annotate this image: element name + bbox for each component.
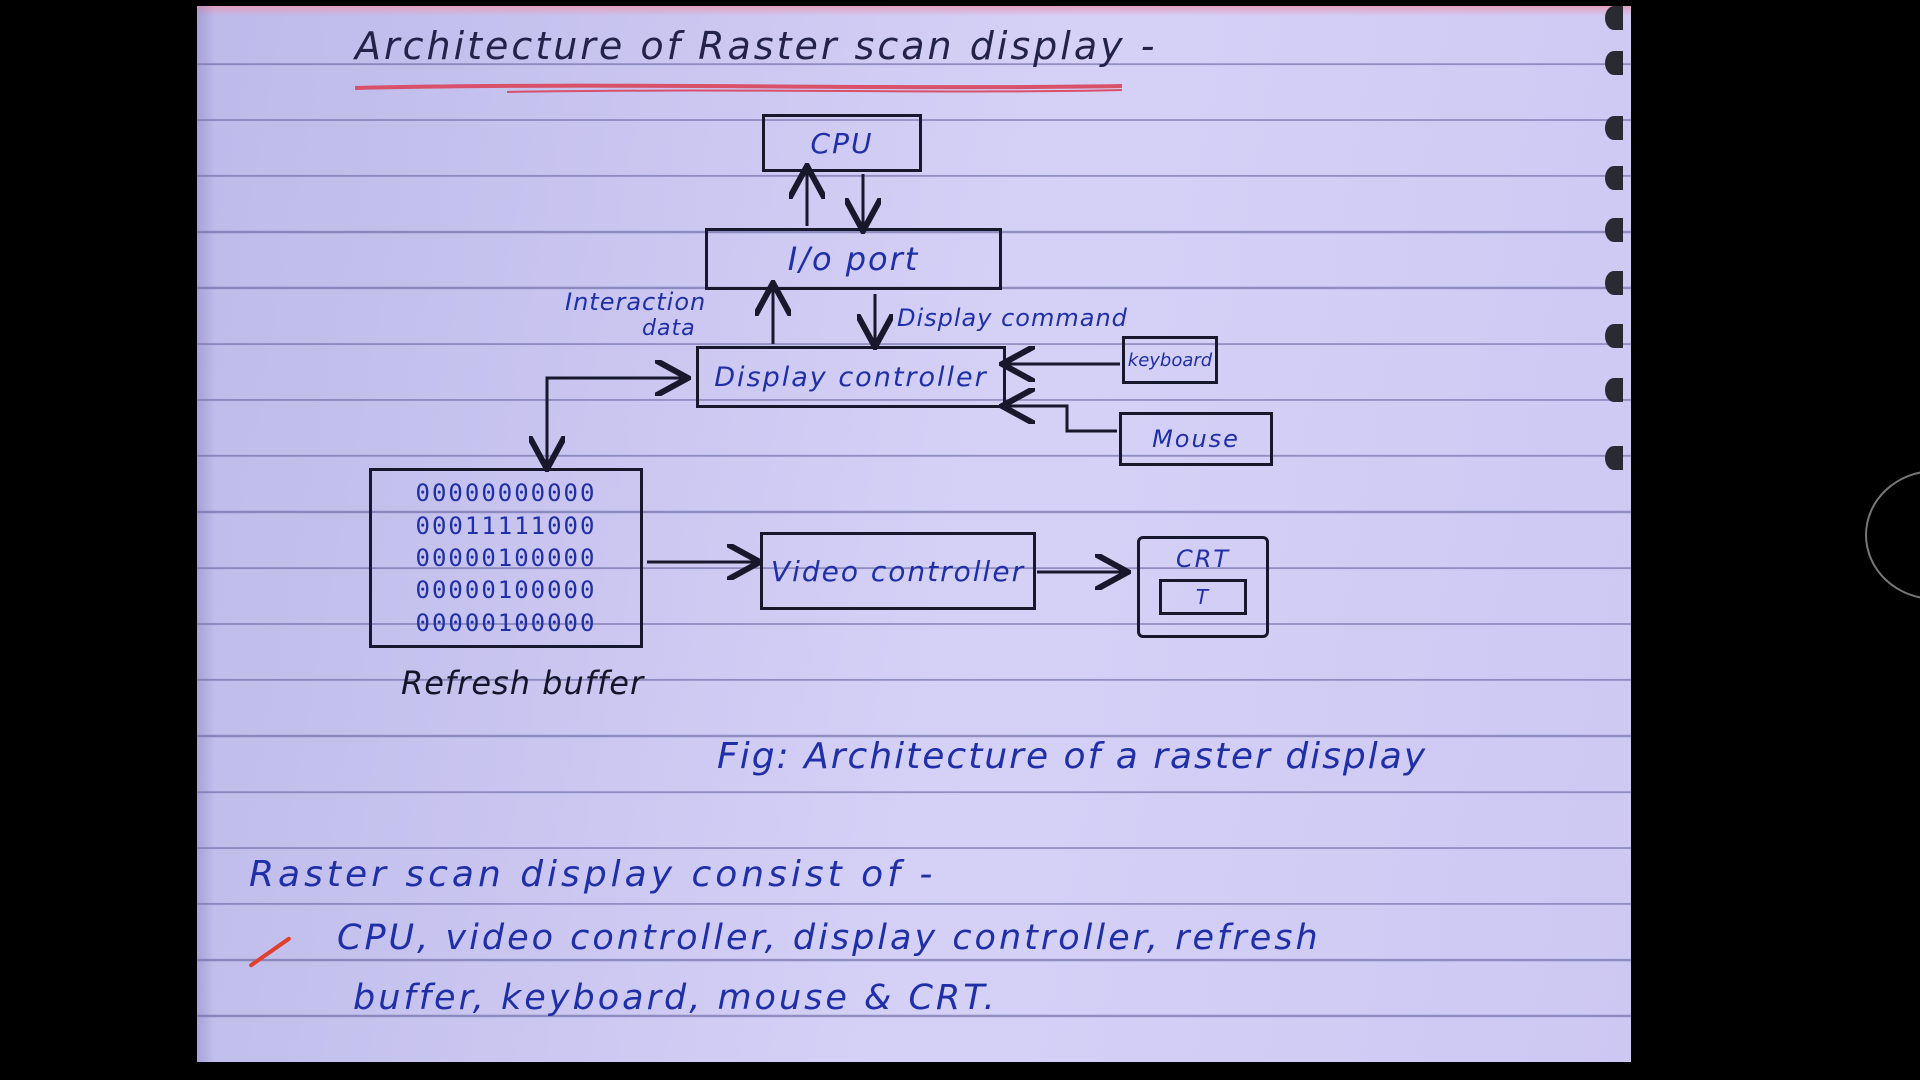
page-top-edge <box>197 6 1631 16</box>
mouse-box: Mouse <box>1119 412 1273 466</box>
keyboard-label: keyboard <box>1127 349 1213 371</box>
mouse-arrow <box>1005 406 1117 433</box>
diagram-arrows <box>354 83 1631 1062</box>
buffer-row: 00000100000 <box>415 608 597 637</box>
buffer-row: 00000000000 <box>415 479 597 508</box>
figure-caption: Fig: Architecture of a raster display <box>717 736 1428 777</box>
notes-line-1: Raster scan display consist of - <box>249 854 937 895</box>
controller-buffer-arrow <box>545 378 685 461</box>
refresh-buffer-grid: 00000000000 00011111000 00000100000 0000… <box>369 468 643 648</box>
page-left-margin <box>197 6 215 1062</box>
page-title: Architecture of Raster scan display - <box>355 24 1158 68</box>
notebook-page: Architecture of Raster scan display - CP… <box>197 6 1631 1062</box>
next-page-button[interactable] <box>1865 470 1920 600</box>
io-port-label: I/o port <box>787 240 920 278</box>
mouse-label: Mouse <box>1152 425 1240 453</box>
notes-line-2: CPU, video controller, display controlle… <box>337 918 1321 958</box>
display-command-label: Display command <box>897 304 1128 332</box>
keyboard-box: keyboard <box>1122 336 1218 384</box>
crt-screen: T <box>1159 579 1247 615</box>
crt-box: CRT T <box>1137 536 1269 638</box>
buffer-row: 00011111000 <box>415 511 597 540</box>
refresh-buffer-label: Refresh buffer <box>401 664 645 702</box>
interaction-data-label-2: data <box>642 316 696 341</box>
cpu-box: CPU <box>762 114 922 172</box>
crt-screen-label: T <box>1195 585 1211 609</box>
crt-label: CRT <box>1175 545 1231 573</box>
interaction-data-label-1: Interaction <box>565 288 707 316</box>
buffer-row: 00000100000 <box>415 543 597 572</box>
title-underline <box>354 83 1123 90</box>
cpu-label: CPU <box>810 126 874 160</box>
video-controller-label: Video controller <box>770 554 1026 588</box>
display-controller-box: Display controller <box>696 346 1006 408</box>
io-port-box: I/o port <box>705 228 1002 290</box>
display-controller-label: Display controller <box>714 361 988 393</box>
notes-line-3: buffer, keyboard, mouse & CRT. <box>353 978 998 1018</box>
buffer-row: 00000100000 <box>415 576 597 605</box>
video-controller-box: Video controller <box>760 532 1036 610</box>
